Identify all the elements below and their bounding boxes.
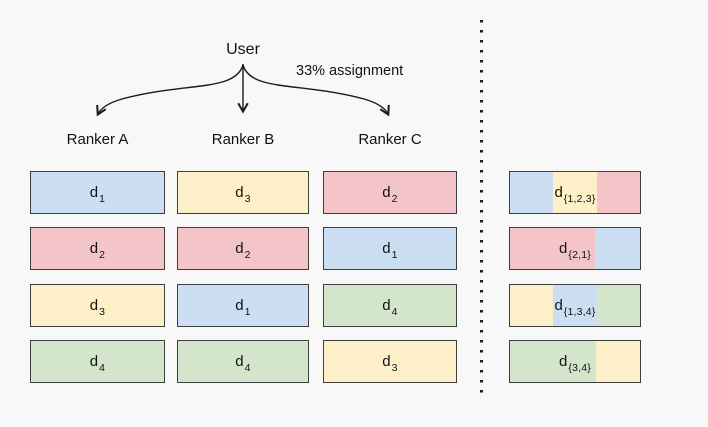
doc-label-subscript: 4 [244,362,251,374]
doc-label-base: d [89,240,99,257]
doc-label-base: d [382,297,391,314]
color-segments [510,341,640,382]
doc-label-base: d [382,184,391,201]
color-segment-doc-2 [510,228,595,269]
doc-label-subscript: 3 [391,362,398,374]
interleaved-doc-box: d{1,2,3} [509,171,641,214]
doc-label-base: d [559,240,568,257]
color-segment-doc-4 [510,341,596,382]
doc-label-subscript: 1 [244,306,251,318]
doc-label-subscript: 2 [391,193,398,205]
user-label: User [226,41,260,58]
ranker-name-label: Ranker C [358,131,422,148]
interleaved-doc-box: d{2,1} [509,227,641,270]
doc-label-subscript: 3 [244,193,251,205]
ranker-name-label: Ranker A [66,131,129,148]
doc-label-base: d [235,240,244,257]
interleaved-doc-box: d{3,4} [509,340,641,383]
doc-label-base: d [89,297,99,314]
color-segment-doc-2 [596,172,640,213]
doc-label: d{1,3,4} [554,297,595,317]
doc-label-subscript: 2 [99,249,106,261]
doc-label-base: d [89,353,99,370]
doc-label-base: d [89,184,99,201]
doc-label: d{2,1} [559,240,591,260]
doc-label-base: d [382,240,391,257]
doc-label-subscript: {1,2,3} [563,193,596,205]
doc-label-base: d [235,184,244,201]
color-segments [510,285,640,326]
color-segment-doc-3 [595,341,640,382]
color-segment-doc-3 [510,285,554,326]
color-segment-doc-1 [553,285,597,326]
doc-label-subscript: 4 [99,362,106,374]
assignment-percentage-label: 33% assignment [296,63,404,79]
doc-label: d{1,2,3} [554,184,595,204]
doc-label-base: d [235,353,244,370]
doc-label-subscript: 2 [244,249,251,261]
doc-label-base: d [382,353,391,370]
doc-label-subscript: {1,3,4} [563,306,596,318]
doc-label-subscript: 4 [391,306,398,318]
doc-label-subscript: 1 [99,193,106,205]
doc-label-base: d [554,184,563,201]
doc-label-subscript: 3 [99,306,106,318]
color-segment-doc-1 [510,172,554,213]
doc-label-base: d [235,297,244,314]
divider-dotted-line [480,20,483,397]
ranker-name-label: Ranker B [211,131,275,148]
color-segments [510,228,640,269]
color-segments [510,172,640,213]
doc-label: d{3,4} [559,353,591,373]
color-segment-doc-4 [596,285,640,326]
interleaved-doc-box: d{1,3,4} [509,284,641,327]
color-segment-doc-1 [594,228,640,269]
doc-label-subscript: {3,4} [568,362,591,374]
arrow-user-to-ranker-a [96,64,244,117]
doc-label-base: d [554,297,563,314]
doc-label-base: d [559,353,568,370]
doc-label-subscript: 1 [391,249,398,261]
doc-label-subscript: {2,1} [568,249,591,261]
color-segment-doc-3 [553,172,597,213]
